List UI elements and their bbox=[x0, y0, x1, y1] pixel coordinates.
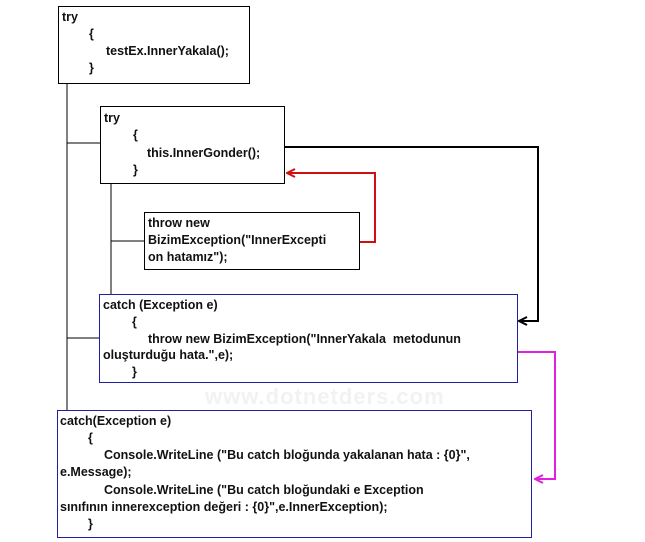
code-line: sınıfının innerexception değeri : {0}",e… bbox=[60, 500, 388, 514]
code-line: throw new BizimException("InnerYakala me… bbox=[148, 332, 461, 346]
code-line: oluşturduğu hata.",e); bbox=[103, 348, 234, 362]
inner-catch-box: catch (Exception e) { throw new BizimExc… bbox=[99, 294, 518, 383]
code-line: Console.WriteLine ("Bu catch bloğundaki … bbox=[104, 483, 424, 497]
code-line: Console.WriteLine ("Bu catch bloğunda ya… bbox=[104, 448, 470, 462]
code-line: } bbox=[132, 365, 137, 379]
code-line: throw new bbox=[148, 216, 210, 230]
code-line: try bbox=[62, 10, 78, 24]
code-line: { bbox=[88, 431, 93, 445]
code-line: catch(Exception e) bbox=[60, 414, 172, 428]
code-line: { bbox=[89, 27, 94, 41]
black-arrow bbox=[285, 146, 539, 321]
code-line: try bbox=[104, 111, 120, 125]
outer-try-box: try { testEx.InnerYakala(); } bbox=[58, 6, 250, 84]
code-line: on hatamız"); bbox=[148, 250, 228, 264]
code-line: e.Message); bbox=[60, 465, 132, 479]
throw-box: throw new BizimException("InnerExcepti o… bbox=[144, 212, 360, 270]
magenta-arrow bbox=[518, 351, 556, 479]
code-line: testEx.InnerYakala(); bbox=[106, 44, 229, 58]
code-line: BizimException("InnerExcepti bbox=[148, 233, 327, 247]
code-line: this.InnerGonder(); bbox=[147, 146, 261, 160]
code-line: } bbox=[89, 61, 94, 75]
code-line: catch (Exception e) bbox=[103, 298, 218, 312]
watermark-text: www.dotnetders.com bbox=[205, 384, 445, 409]
code-line: { bbox=[132, 315, 137, 329]
code-line: } bbox=[88, 517, 93, 531]
outer-catch-box: catch(Exception e) { Console.WriteLine (… bbox=[57, 410, 532, 538]
code-line: } bbox=[133, 163, 138, 177]
red-arrow bbox=[288, 173, 376, 243]
inner-try-box: try { this.InnerGonder(); } bbox=[100, 106, 285, 184]
code-line: { bbox=[133, 128, 138, 142]
